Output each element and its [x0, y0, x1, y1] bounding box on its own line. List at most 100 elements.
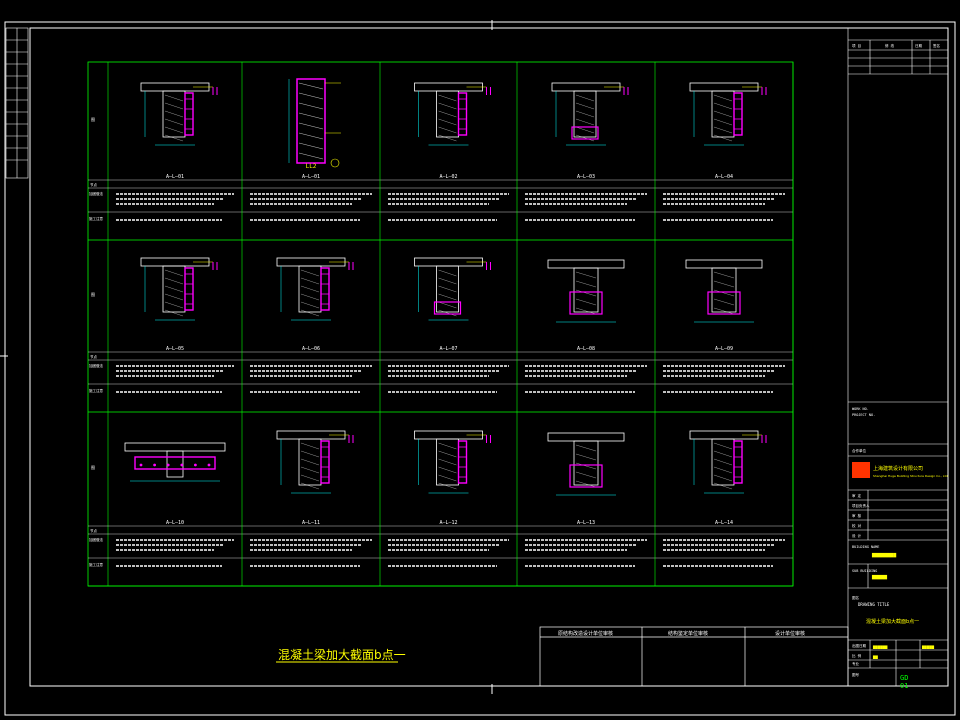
- added-plate: [320, 440, 330, 484]
- added-plate: [184, 267, 194, 311]
- sheet-number: GD: [900, 674, 908, 682]
- added-plate: [320, 267, 330, 311]
- hatch: [713, 94, 733, 102]
- row-label-figure: 图: [91, 291, 95, 297]
- hatch: [300, 269, 320, 277]
- hatch: [713, 110, 733, 118]
- hatch: [164, 134, 184, 142]
- svg-text:比 例: 比 例: [852, 653, 862, 658]
- hatch: [575, 280, 597, 288]
- hatch: [300, 474, 320, 482]
- hatch: [438, 118, 457, 126]
- detail-A—L—11: A—L—11: [250, 430, 372, 567]
- hatch: [438, 301, 457, 309]
- hatch: [164, 118, 184, 126]
- hatch: [713, 126, 733, 134]
- hatch: [713, 442, 733, 450]
- hatch: [298, 92, 324, 100]
- hatch: [300, 309, 320, 317]
- row-label-method: 加固做法: [89, 191, 103, 196]
- svg-text:SUB BUILDING: SUB BUILDING: [852, 569, 877, 573]
- hatch: [300, 277, 320, 285]
- hatch: [438, 134, 457, 142]
- hatch: [713, 134, 733, 142]
- approval-col-1: 原结构改造设计单位审核: [558, 630, 613, 637]
- svg-text:专业: 专业: [852, 661, 860, 666]
- detail-sub-label: LL2: [306, 163, 317, 170]
- hatch: [298, 152, 324, 160]
- hatch: [300, 482, 320, 490]
- svg-text:审 核: 审 核: [852, 513, 862, 518]
- detail-A—L—14: A—L—14: [663, 430, 785, 567]
- hatch: [713, 474, 733, 482]
- hatch: [164, 293, 184, 301]
- svg-text:合作单位: 合作单位: [852, 448, 866, 453]
- detail-code: A—L—04: [715, 174, 733, 180]
- detail-code: A—L—01: [166, 174, 184, 180]
- row-label-figure: 图: [91, 116, 95, 122]
- hatch: [575, 126, 595, 134]
- svg-text:项目负责人: 项目负责人: [852, 503, 870, 508]
- added-plate: [733, 92, 743, 136]
- hatch: [298, 102, 324, 110]
- detail-code: A—L—05: [166, 346, 184, 352]
- hatch: [298, 112, 324, 120]
- rebar-dot: [207, 463, 211, 467]
- column-outline: [296, 78, 326, 164]
- added-plate: [184, 92, 194, 136]
- drawing-title-label: DRAWING TITLE: [858, 602, 890, 607]
- added-bottom: [571, 126, 599, 140]
- sub-bldg-value: ▆▆▆▆▆: [871, 574, 888, 580]
- hatch: [575, 118, 595, 126]
- hatch: [298, 122, 324, 130]
- hatch: [713, 102, 733, 110]
- grid-border: [87, 61, 794, 587]
- approval-col-2: 结构鉴定单位审核: [668, 630, 708, 637]
- detail-A—L—08: A—L—08: [525, 259, 647, 393]
- hatch: [575, 480, 597, 488]
- hatch: [300, 285, 320, 293]
- detail-A—L—03: A—L—03: [525, 82, 647, 221]
- hatch: [438, 110, 457, 118]
- hatch: [438, 285, 457, 293]
- svg-text:设 计: 设 计: [852, 533, 862, 538]
- svg-text:BUILDING NAME: BUILDING NAME: [852, 545, 879, 549]
- approval-col-3: 设计单位审核: [775, 630, 805, 637]
- hatch: [164, 110, 184, 118]
- company-name-cn: 上海建筑设计有限公司: [873, 465, 923, 472]
- hatch: [164, 301, 184, 309]
- inner-frame: [29, 27, 949, 687]
- hatch: [438, 293, 457, 301]
- hatch: [713, 458, 733, 466]
- slab: [685, 259, 763, 269]
- hatch: [713, 289, 735, 297]
- slab: [547, 432, 625, 442]
- beam-web: [573, 440, 599, 486]
- svg-text:签名: 签名: [933, 43, 940, 48]
- row-label-method: 加固做法: [89, 363, 103, 368]
- detail-code: A—L—13: [577, 520, 595, 526]
- hatch: [713, 271, 735, 279]
- detail-code: A—L—01: [302, 174, 320, 180]
- hatch: [438, 277, 457, 285]
- slab: [124, 442, 226, 452]
- detail-A—L—02: A—L—02: [388, 82, 509, 221]
- jacket: [569, 291, 603, 315]
- title-block: [847, 28, 948, 686]
- title-block-labels: 项 目修 改日期签名 WORK NO.PROJECT NO. 合作单位 审 定项…: [852, 43, 940, 677]
- scale-value: ▆▆: [872, 654, 878, 659]
- detail-A—L—10: A—L—10: [116, 442, 234, 567]
- hatch: [713, 450, 733, 458]
- date-value: ▆▆▆▆▆▆: [872, 644, 888, 649]
- svg-text:校 对: 校 对: [852, 523, 862, 528]
- rebar-dot: [139, 463, 143, 467]
- hatch: [438, 450, 457, 458]
- row-label-node: 节点: [90, 354, 97, 359]
- outer-frame: [4, 21, 956, 716]
- hatch: [298, 142, 324, 150]
- rebar-dot: [194, 463, 197, 467]
- hatch: [438, 466, 457, 474]
- svg-text:日期: 日期: [915, 43, 923, 48]
- hatch: [713, 298, 735, 306]
